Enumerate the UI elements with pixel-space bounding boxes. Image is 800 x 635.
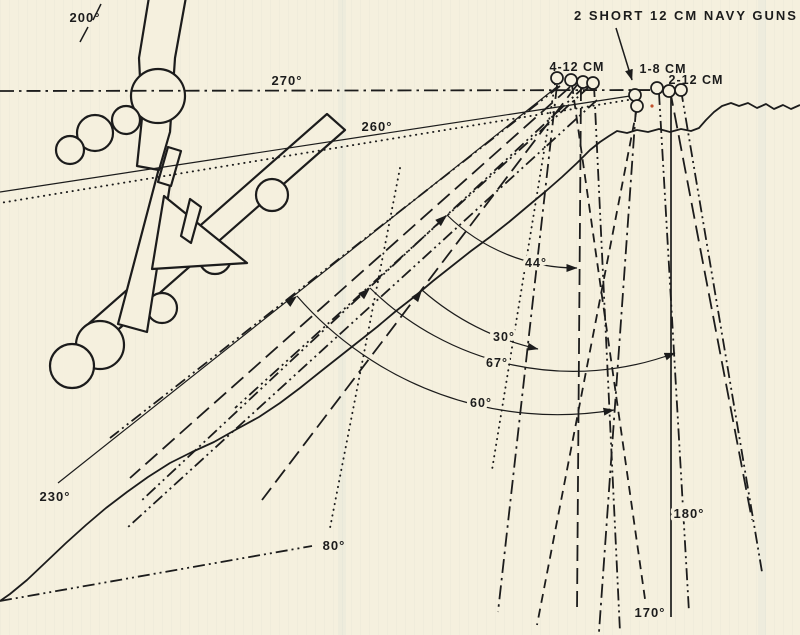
label-bearing-170: 170° bbox=[635, 605, 666, 620]
bearing-line-80 bbox=[0, 545, 313, 602]
coastline bbox=[0, 102, 800, 602]
gun-marker-short-12cm-2 bbox=[630, 99, 644, 113]
south-line-9 bbox=[680, 89, 763, 573]
gun-marker-2-12cm-2 bbox=[674, 83, 688, 97]
airfield-center-pad bbox=[129, 67, 187, 125]
south-line-5 bbox=[598, 107, 637, 633]
south-line-2 bbox=[571, 84, 646, 600]
airfield-clover-pad-2 bbox=[110, 104, 142, 136]
label-battery-2-12cm: 2-12 CM bbox=[669, 73, 724, 87]
fan-line-1 bbox=[234, 85, 591, 409]
fan-line-6 bbox=[126, 99, 598, 529]
airfield-diagonal-pad-1 bbox=[254, 177, 290, 213]
sector-arc-67 bbox=[369, 287, 676, 372]
label-bearing-80: 80° bbox=[323, 538, 346, 553]
label-bearing-230: 230° bbox=[40, 489, 71, 504]
south-line-8 bbox=[669, 89, 753, 521]
airfield-triangle-taxiway bbox=[150, 194, 249, 271]
south-line-4 bbox=[593, 84, 621, 633]
sector-arc-44-start-arrow bbox=[435, 215, 447, 227]
sector-arc-30-start-arrow bbox=[411, 290, 422, 303]
label-bearing-260: 260° bbox=[362, 119, 393, 134]
south-line-6 bbox=[536, 107, 638, 626]
sector-arc-60 bbox=[296, 295, 615, 416]
fan-line-7 bbox=[491, 83, 556, 471]
label-sector-44: 44° bbox=[525, 256, 547, 270]
bearing-line-270 bbox=[0, 89, 681, 92]
label-bearing-270: 270° bbox=[272, 73, 303, 88]
south-line-7 bbox=[658, 92, 690, 613]
label-battery-1-8cm: 1-8 CM bbox=[640, 62, 687, 76]
label-sector-60: 60° bbox=[470, 396, 492, 410]
label-battery-4-12cm: 4-12 CM bbox=[550, 60, 605, 74]
label-sector-30: 30° bbox=[493, 330, 515, 344]
fan-line-4 bbox=[109, 85, 561, 439]
gun-marker-short-12cm-1 bbox=[628, 88, 642, 102]
gun-marker-4-12cm-4 bbox=[586, 76, 600, 90]
airfield-foot-pad-2 bbox=[48, 342, 96, 390]
sector-arc-67-start-arrow bbox=[358, 288, 370, 300]
gun-marker-4-12cm-1 bbox=[550, 71, 564, 85]
airfield-clover-pad-0 bbox=[54, 134, 86, 166]
bearing-tick-200-b bbox=[79, 26, 89, 43]
label-bearing-200: 200° bbox=[70, 10, 101, 25]
gun-marker-1-8cm bbox=[650, 81, 664, 95]
bearing-tick-200-a bbox=[92, 3, 102, 21]
fan-line-5 bbox=[129, 86, 571, 479]
sector-arc-44 bbox=[446, 214, 578, 273]
label-title: 2 SHORT 12 CM NAVY GUNS bbox=[574, 8, 798, 23]
label-sector-67: 67° bbox=[486, 356, 508, 370]
print-speck bbox=[650, 104, 654, 108]
gun-marker-4-12cm-2 bbox=[564, 73, 578, 87]
title-leader-arrow bbox=[615, 27, 633, 81]
sector-arc-60-start-arrow bbox=[285, 296, 297, 307]
label-bearing-180: 180° bbox=[674, 506, 705, 521]
airfield-clover-pad-1 bbox=[75, 113, 115, 153]
fan-line-8 bbox=[329, 167, 401, 529]
south-line-3 bbox=[576, 84, 582, 613]
bearing-line-260-dotted bbox=[0, 99, 629, 204]
airfield-triangle-notch bbox=[179, 197, 203, 245]
fan-line-3 bbox=[139, 85, 586, 503]
sector-arc-30 bbox=[421, 289, 539, 351]
